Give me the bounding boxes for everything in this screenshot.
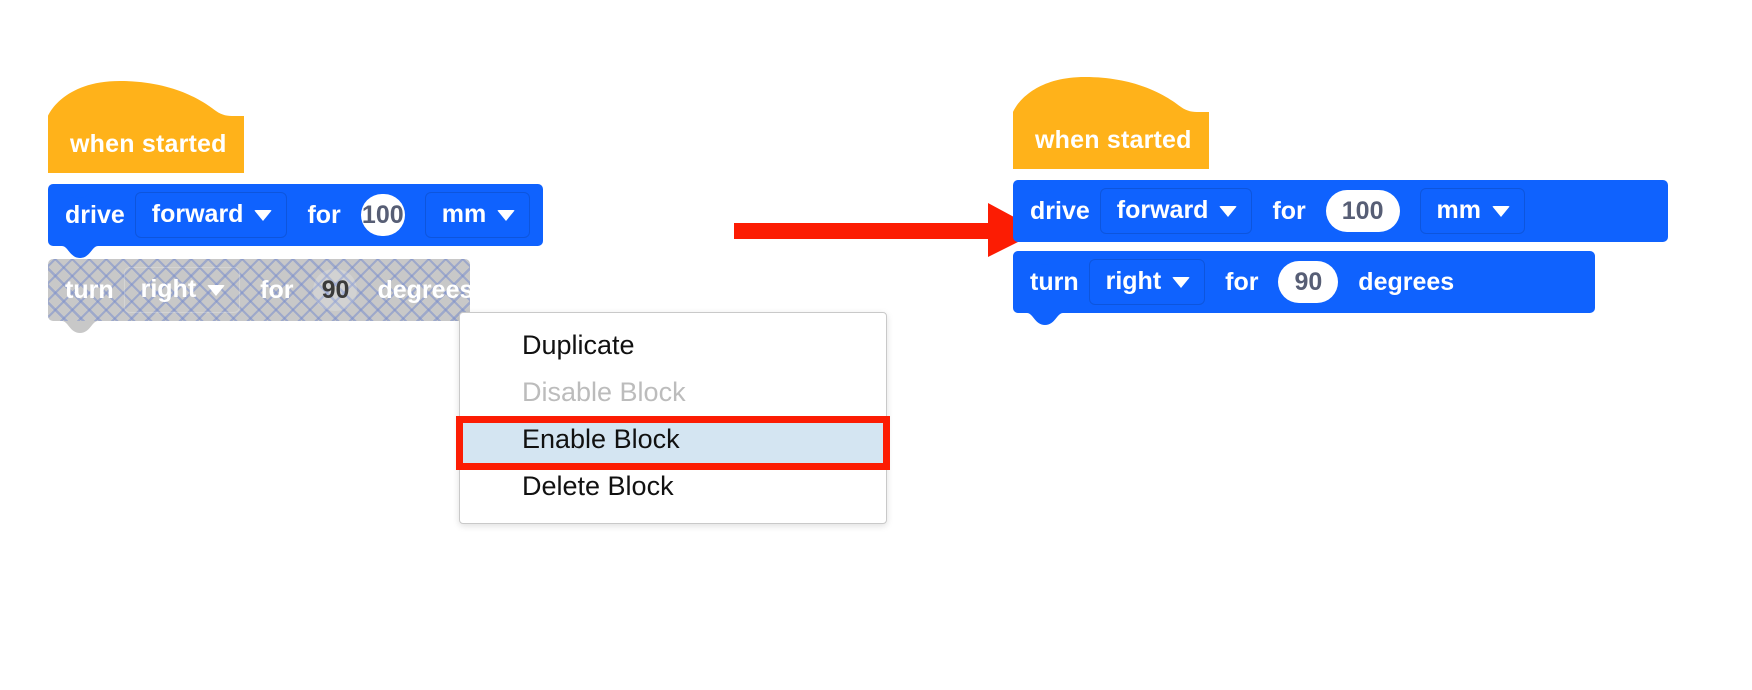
drive-block[interactable]: drive forward for 100 mm bbox=[48, 184, 543, 246]
drive-unit-dropdown[interactable]: mm bbox=[424, 192, 531, 238]
drive-for-label: for bbox=[1272, 196, 1306, 225]
hat-block-shape bbox=[48, 81, 244, 173]
context-menu-item-disable-block: Disable Block bbox=[460, 369, 886, 416]
drive-distance-input[interactable]: 100 bbox=[1325, 190, 1400, 232]
turn-angle-input[interactable]: 90 bbox=[313, 269, 358, 311]
chevron-down-icon bbox=[497, 210, 516, 221]
turn-for-label: for bbox=[260, 275, 294, 304]
turn-direction-dropdown[interactable]: right bbox=[123, 267, 241, 313]
drive-unit-value: mm bbox=[441, 200, 487, 228]
when-started-hat-block-after[interactable]: when started bbox=[1013, 74, 1209, 169]
hat-block-label: when started bbox=[1035, 126, 1192, 154]
turn-verb-label: turn bbox=[65, 275, 114, 304]
hat-block-label: when started bbox=[70, 130, 227, 158]
context-menu-item-label: Enable Block bbox=[522, 424, 680, 454]
context-menu-item-label: Delete Block bbox=[522, 471, 674, 501]
chevron-down-icon bbox=[1491, 206, 1510, 217]
drive-verb-label: drive bbox=[1030, 196, 1090, 225]
hat-block-shape bbox=[1013, 77, 1209, 169]
arrow-shape bbox=[734, 203, 1040, 257]
turn-verb-label: turn bbox=[1030, 267, 1079, 296]
context-menu-item-enable-block[interactable]: Enable Block bbox=[460, 416, 886, 463]
when-started-hat-block[interactable]: when started bbox=[48, 78, 244, 173]
block-context-menu[interactable]: Duplicate Disable Block Enable Block Del… bbox=[459, 312, 887, 524]
drive-direction-dropdown[interactable]: forward bbox=[134, 192, 288, 238]
context-menu-item-label: Duplicate bbox=[522, 330, 635, 360]
drive-verb-label: drive bbox=[65, 200, 125, 229]
drive-block-container-after: drive forward for 100 mm bbox=[1013, 180, 1668, 242]
turn-direction-value: right bbox=[140, 275, 197, 303]
chevron-down-icon bbox=[1172, 277, 1191, 288]
before-script: when started drive forward for 100 mm bbox=[0, 0, 620, 360]
drive-unit-value: mm bbox=[1436, 196, 1481, 224]
drive-direction-value: forward bbox=[151, 200, 244, 228]
drive-direction-value: forward bbox=[1116, 196, 1209, 224]
turn-direction-value: right bbox=[1105, 267, 1162, 295]
context-menu-item-delete-block[interactable]: Delete Block bbox=[460, 463, 886, 510]
turn-block-container-disabled: turn right for 90 degrees bbox=[48, 259, 474, 333]
turn-block-after[interactable]: turn right for 90 degrees bbox=[1013, 251, 1595, 313]
turn-block-container-after: turn right for 90 degrees bbox=[1013, 251, 1595, 325]
turn-block-disabled[interactable]: turn right for 90 degrees bbox=[48, 259, 474, 321]
right-arrow-icon bbox=[730, 195, 1045, 272]
after-script: when started drive forward for 100 mm bbox=[0, 0, 1668, 360]
turn-angle-input[interactable]: 90 bbox=[1278, 261, 1339, 303]
context-menu-item-duplicate[interactable]: Duplicate bbox=[460, 322, 886, 369]
chevron-down-icon bbox=[254, 210, 273, 221]
turn-direction-dropdown[interactable]: right bbox=[1088, 259, 1206, 305]
drive-for-label: for bbox=[307, 200, 341, 229]
chevron-down-icon bbox=[1219, 206, 1238, 217]
context-menu-item-label: Disable Block bbox=[522, 377, 686, 407]
drive-distance-input[interactable]: 100 bbox=[360, 194, 405, 236]
drive-direction-dropdown[interactable]: forward bbox=[1099, 188, 1253, 234]
turn-for-label: for bbox=[1225, 267, 1259, 296]
chevron-down-icon bbox=[207, 285, 226, 296]
turn-unit-label: degrees bbox=[377, 275, 474, 304]
turn-unit-label: degrees bbox=[1358, 267, 1455, 296]
drive-unit-dropdown[interactable]: mm bbox=[1419, 188, 1525, 234]
drive-block-after[interactable]: drive forward for 100 mm bbox=[1013, 180, 1668, 242]
drive-block-container: drive forward for 100 mm bbox=[48, 184, 543, 258]
